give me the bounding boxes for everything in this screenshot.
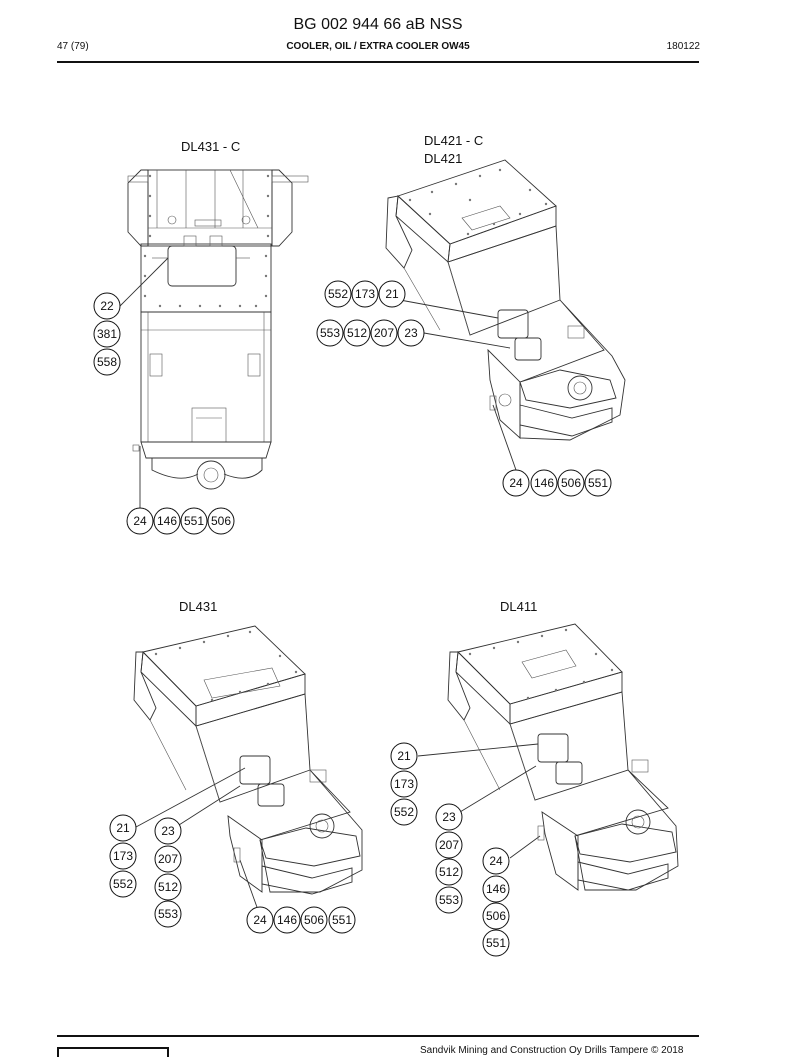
svg-text:551: 551 (486, 936, 506, 950)
svg-text:22: 22 (100, 299, 114, 313)
svg-text:551: 551 (332, 913, 352, 927)
view-label-dl421-c: DL421 - C (424, 133, 484, 148)
callout-512: 512 (343, 319, 371, 347)
callout-512: 512 (435, 858, 463, 886)
svg-text:553: 553 (439, 893, 459, 907)
callout-207: 207 (154, 845, 182, 873)
svg-text:207: 207 (158, 852, 178, 866)
callout-21: 21 (109, 814, 137, 842)
callout-506: 506 (207, 507, 235, 535)
svg-text:146: 146 (277, 913, 297, 927)
svg-text:512: 512 (347, 326, 367, 340)
svg-text:512: 512 (439, 865, 459, 879)
svg-text:552: 552 (394, 805, 414, 819)
document-title: BG 002 944 66 aB NSS (293, 16, 463, 33)
callout-173: 173 (351, 280, 379, 308)
callout-146: 146 (273, 906, 301, 934)
callout-24: 24 (246, 906, 274, 934)
svg-text:146: 146 (534, 476, 554, 490)
svg-text:551: 551 (184, 514, 204, 528)
drawing-top-view-dl431-c (119, 169, 309, 521)
callout-552: 552 (109, 870, 137, 898)
svg-text:551: 551 (588, 476, 608, 490)
svg-text:173: 173 (394, 777, 414, 791)
svg-text:558: 558 (97, 355, 117, 369)
svg-text:553: 553 (158, 907, 178, 921)
callout-506: 506 (300, 906, 328, 934)
callout-551: 551 (584, 469, 612, 497)
svg-text:24: 24 (133, 514, 147, 528)
svg-text:23: 23 (161, 824, 175, 838)
page-number: 47 (79) (57, 41, 89, 52)
callout-551: 551 (482, 929, 510, 957)
svg-text:381: 381 (97, 327, 117, 341)
callout-207: 207 (370, 319, 398, 347)
callout-23: 23 (435, 803, 463, 831)
svg-text:506: 506 (486, 909, 506, 923)
drawing-iso-view-dl411 (417, 623, 679, 891)
callout-24: 24 (502, 469, 530, 497)
svg-text:207: 207 (374, 326, 394, 340)
svg-text:506: 506 (304, 913, 324, 927)
callout-512: 512 (154, 873, 182, 901)
view-label-dl431: DL431 (179, 599, 218, 614)
svg-text:21: 21 (116, 821, 130, 835)
callout-553: 553 (316, 319, 344, 347)
callout-24: 24 (482, 847, 510, 875)
svg-text:146: 146 (157, 514, 177, 528)
callout-553: 553 (154, 900, 182, 928)
callout-24: 24 (126, 507, 154, 535)
callout-552: 552 (324, 280, 352, 308)
svg-text:553: 553 (320, 326, 340, 340)
svg-text:23: 23 (404, 326, 418, 340)
drawing-iso-view-dl431 (133, 625, 363, 911)
document-date: 180122 (666, 41, 700, 52)
callout-146: 146 (530, 469, 558, 497)
svg-text:207: 207 (439, 838, 459, 852)
footer-copyright: Sandvik Mining and Construction Oy Drill… (420, 1045, 684, 1056)
svg-text:21: 21 (397, 749, 411, 763)
callout-207: 207 (435, 831, 463, 859)
callout-506: 506 (482, 902, 510, 930)
callout-146: 146 (482, 875, 510, 903)
callout-23: 23 (154, 817, 182, 845)
callout-22: 22 (93, 292, 121, 320)
document-subtitle: COOLER, OIL / EXTRA COOLER OW45 (286, 41, 470, 52)
svg-text:173: 173 (355, 287, 375, 301)
svg-text:552: 552 (113, 877, 133, 891)
callout-506: 506 (557, 469, 585, 497)
callout-173: 173 (109, 842, 137, 870)
header-rule (57, 61, 699, 63)
svg-text:21: 21 (385, 287, 399, 301)
svg-text:146: 146 (486, 882, 506, 896)
svg-text:512: 512 (158, 880, 178, 894)
footer-rule (57, 1035, 699, 1037)
svg-text:506: 506 (561, 476, 581, 490)
svg-text:173: 173 (113, 849, 133, 863)
view-label-dl431-c: DL431 - C (181, 139, 241, 154)
callout-558: 558 (93, 348, 121, 376)
callout-551: 551 (180, 507, 208, 535)
callout-146: 146 (153, 507, 181, 535)
svg-text:24: 24 (509, 476, 523, 490)
view-label-dl421: DL421 (424, 151, 463, 166)
callout-553: 553 (435, 886, 463, 914)
svg-text:23: 23 (442, 810, 456, 824)
callout-21: 21 (390, 742, 418, 770)
callout-552: 552 (390, 798, 418, 826)
svg-text:552: 552 (328, 287, 348, 301)
callout-173: 173 (390, 770, 418, 798)
view-label-dl411: DL411 (500, 599, 538, 614)
callout-551: 551 (328, 906, 356, 934)
svg-text:24: 24 (253, 913, 267, 927)
callout-381: 381 (93, 320, 121, 348)
sandvik-logo (57, 1047, 169, 1057)
svg-text:506: 506 (211, 514, 231, 528)
svg-text:24: 24 (489, 854, 503, 868)
drawing-iso-view-dl421 (385, 159, 626, 471)
callout-23: 23 (397, 319, 425, 347)
callout-21: 21 (378, 280, 406, 308)
